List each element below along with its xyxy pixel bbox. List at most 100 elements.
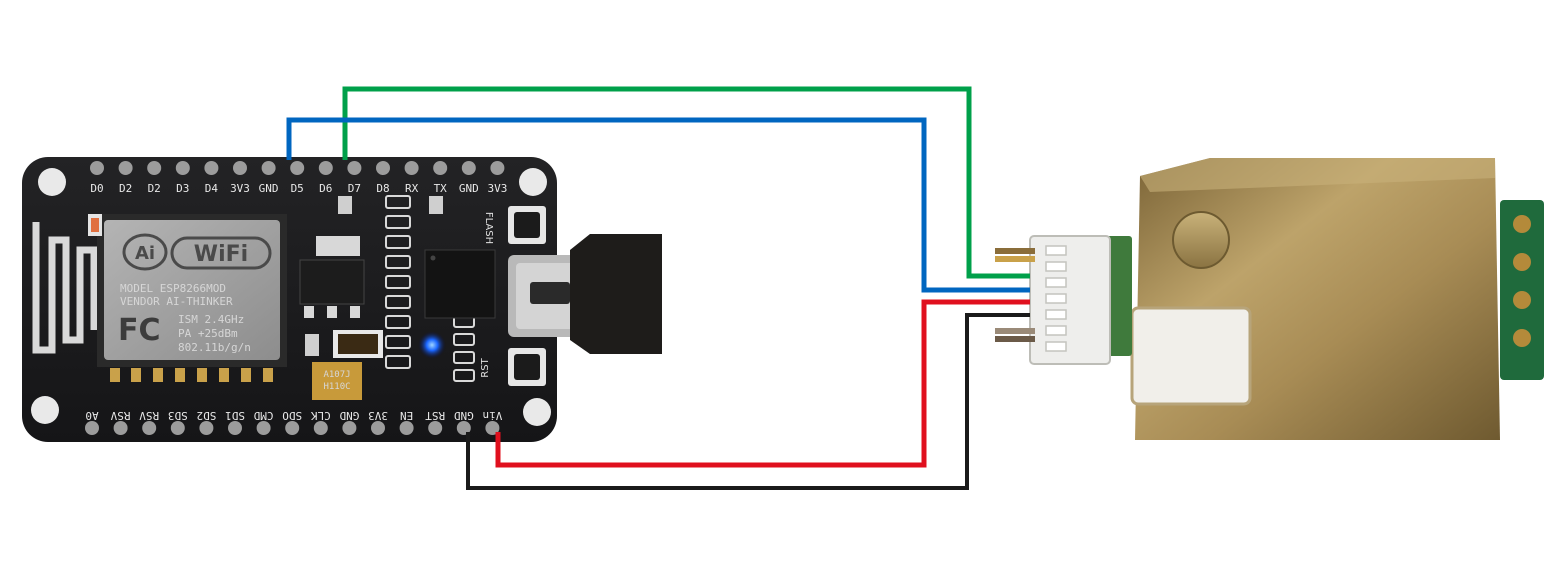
bottom-pin-hole bbox=[485, 421, 500, 435]
top-pin-hole bbox=[147, 161, 162, 175]
module-protocol-line: 802.11b/g/n bbox=[178, 341, 251, 354]
top-pin-label: D2 bbox=[119, 182, 132, 195]
top-pin-hole bbox=[175, 161, 190, 175]
resistor bbox=[385, 235, 411, 249]
top-pin-label: GND bbox=[459, 182, 479, 195]
sensor-filter-window bbox=[1130, 306, 1252, 406]
reset-button[interactable] bbox=[508, 348, 546, 386]
resistor bbox=[385, 195, 411, 209]
top-pin-label: D0 bbox=[90, 182, 103, 195]
resistor-array bbox=[305, 195, 475, 382]
resistor bbox=[385, 215, 411, 229]
jst-slot bbox=[1045, 325, 1067, 336]
top-pin-hole bbox=[318, 161, 333, 175]
antenna-trace bbox=[32, 222, 98, 354]
top-pin-hole bbox=[461, 161, 476, 175]
resistor bbox=[305, 334, 319, 356]
jst-slot bbox=[1045, 261, 1067, 272]
bottom-pin-label: RSV bbox=[139, 409, 159, 422]
top-pin-label: TX bbox=[434, 182, 448, 195]
bottom-pin-hole bbox=[285, 421, 300, 435]
ai-logo bbox=[122, 233, 168, 271]
bottom-pin-label: CMD bbox=[254, 409, 274, 422]
bottom-pin-hole bbox=[113, 421, 128, 435]
module-pads bbox=[110, 368, 273, 382]
capacitor-marking-top: A107J bbox=[323, 370, 350, 380]
top-pin-hole bbox=[404, 161, 419, 175]
rst-label: RST bbox=[480, 357, 491, 377]
top-pin-hole bbox=[233, 161, 247, 175]
bottom-pin-label: 3V3 bbox=[368, 409, 388, 422]
sensor-dome bbox=[1172, 211, 1230, 269]
top-pin-label: D4 bbox=[205, 182, 219, 195]
micro-usb-port bbox=[508, 255, 588, 337]
bottom-pin-hole bbox=[399, 421, 414, 435]
resistor bbox=[385, 335, 411, 349]
bottom-pin-hole bbox=[142, 421, 157, 435]
top-pin-label: 3V3 bbox=[230, 182, 250, 195]
top-pin-label: D2 bbox=[148, 182, 161, 195]
bottom-pin-label: GND bbox=[339, 409, 359, 422]
top-pin-hole bbox=[290, 161, 305, 175]
top-pin-hole bbox=[376, 161, 390, 175]
resistor bbox=[385, 255, 411, 269]
bottom-pin-label: CLK bbox=[310, 409, 330, 422]
blue-led bbox=[418, 331, 446, 359]
top-pin-label: RX bbox=[405, 182, 419, 195]
capacitor-marking-bottom: H110C bbox=[323, 382, 350, 392]
flash-button[interactable] bbox=[508, 206, 546, 244]
module-model-line: MODEL ESP8266MOD bbox=[120, 282, 226, 295]
top-pin-hole bbox=[261, 161, 276, 175]
bottom-pin-hole bbox=[256, 421, 271, 435]
ai-logo-text: Ai bbox=[135, 243, 155, 264]
bottom-pin-label: GND bbox=[454, 409, 474, 422]
co2-sensor bbox=[1029, 158, 1544, 440]
resistor bbox=[453, 333, 475, 346]
module-shield bbox=[104, 220, 280, 360]
top-pin-label: D6 bbox=[319, 182, 332, 195]
bottom-pin-label: Vin bbox=[482, 409, 502, 422]
module-ism-line: ISM 2.4GHz bbox=[178, 313, 244, 326]
resistor bbox=[338, 196, 352, 214]
bottom-pin-label: SDO bbox=[282, 409, 302, 422]
top-pin-hole bbox=[347, 161, 362, 175]
jst-slot bbox=[1045, 309, 1067, 320]
bottom-pin-hole bbox=[170, 421, 185, 435]
bottom-pin-hole bbox=[371, 421, 385, 435]
bottom-pin-hole bbox=[228, 421, 242, 435]
bottom-pin-hole bbox=[428, 421, 443, 435]
wifi-logo-text: WiFi bbox=[194, 242, 248, 267]
wire-d7 bbox=[342, 86, 1030, 279]
resistor bbox=[385, 355, 411, 369]
mounting-hole bbox=[523, 398, 551, 426]
top-pin-hole bbox=[433, 161, 448, 175]
wifi-logo bbox=[170, 236, 272, 270]
top-pin-label: 3V3 bbox=[487, 182, 507, 195]
usb-uart-chip bbox=[424, 249, 496, 319]
wire-gnd bbox=[466, 313, 1030, 490]
jst-slot bbox=[1045, 245, 1067, 256]
top-pin-label: GND bbox=[259, 182, 279, 195]
bottom-pin-hole bbox=[456, 421, 471, 435]
bottom-pin-label: A0 bbox=[85, 409, 98, 422]
bottom-pin-label: SD3 bbox=[168, 409, 188, 422]
jst-slot bbox=[1045, 277, 1067, 288]
wire-vin bbox=[495, 299, 1030, 468]
top-pin-hole bbox=[118, 161, 133, 175]
mounting-hole bbox=[38, 168, 66, 196]
resistor bbox=[453, 351, 475, 364]
mounting-hole bbox=[519, 168, 547, 196]
tantalum-capacitor: A107J H110C bbox=[312, 330, 383, 400]
resistor bbox=[385, 275, 411, 289]
bottom-pin-hole bbox=[85, 421, 99, 435]
resistor bbox=[453, 369, 475, 382]
top-pin-label: D7 bbox=[348, 182, 361, 195]
sensor-pcb-tab bbox=[1500, 200, 1544, 380]
bottom-pin-label: SD2 bbox=[196, 409, 216, 422]
module-pa-line: PA +25dBm bbox=[178, 327, 238, 340]
module-vendor-line: VENDOR AI-THINKER bbox=[120, 295, 233, 308]
